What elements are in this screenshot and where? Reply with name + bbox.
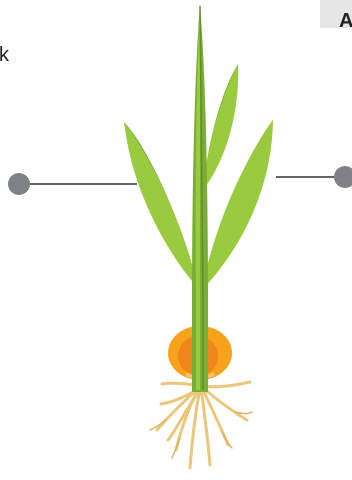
roots: [157, 382, 250, 468]
label-fragment-left: k: [0, 44, 9, 67]
callout-left-dot: [8, 173, 30, 195]
leaf-left: [124, 122, 198, 288]
callout-right: [276, 166, 352, 188]
label-fragment-top-right: A: [339, 10, 352, 33]
callout-left: [8, 173, 137, 195]
leaf-upper-right: [203, 64, 238, 190]
stem: [192, 4, 208, 392]
callout-right-dot: [334, 166, 352, 188]
